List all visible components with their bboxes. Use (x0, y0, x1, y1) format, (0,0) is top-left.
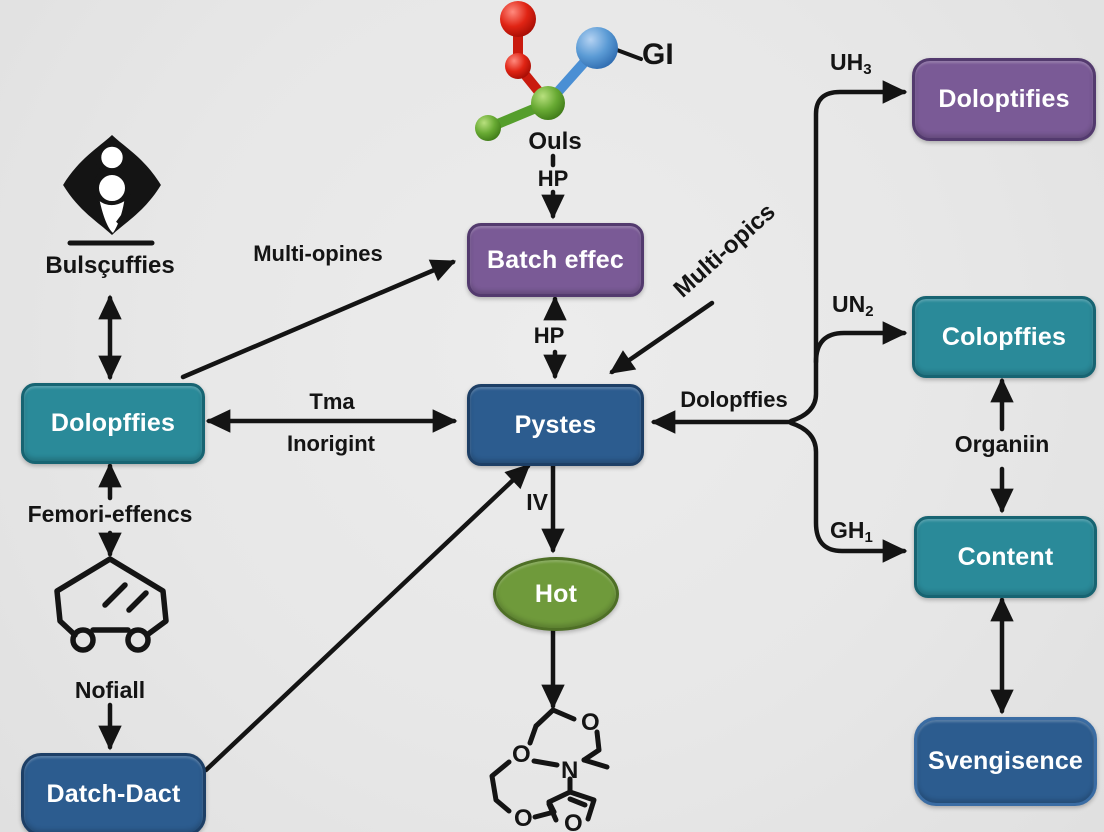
label-iv: IV (526, 489, 548, 515)
crown-atom-o-bottom-right: O (564, 810, 583, 832)
label-gh1: GH1 (830, 517, 873, 547)
node-doloptifies-label: Doloptifies (938, 85, 1070, 113)
node-datch-dact-label: Datch-Dact (46, 780, 181, 808)
label-hp-top: HP (537, 166, 569, 191)
node-pystes: Pystes (467, 384, 644, 466)
node-datch-dact: Datch-Dact (21, 753, 206, 832)
crown-atom-o-bottom-left: O (514, 805, 533, 832)
label-bulsuffies: Bulsçuffies (45, 252, 175, 279)
label-gh1-sub: 1 (864, 529, 873, 546)
label-inorigint: Inorigint (287, 431, 375, 456)
label-multi-opines: Multi-opines (253, 241, 383, 266)
node-pystes-label: Pystes (514, 410, 597, 439)
arrow-multi-opics (609, 300, 715, 375)
molecule-3d-icon (475, 1, 643, 141)
node-content: Content (914, 516, 1097, 598)
atom-green-large (531, 86, 565, 120)
atom-blue (576, 27, 618, 69)
label-nofiall: Nofiall (74, 677, 146, 703)
label-tma: Tma (309, 389, 355, 414)
arrow-datch-to-pystes (203, 463, 531, 773)
label-ouls: Ouls (528, 128, 582, 155)
label-un2: UN2 (832, 291, 874, 321)
label-un2-base: UN (832, 291, 866, 317)
person-diamond-icon (63, 135, 161, 235)
atom-green-small (475, 115, 501, 141)
crown-ether-icon: O O N O O (489, 707, 610, 832)
node-colopffies-label: Colopffies (941, 322, 1067, 351)
crown-atom-o-top: O (581, 709, 600, 736)
label-hp-mid: HP (533, 323, 565, 348)
node-doloptifies: Doloptifies (912, 58, 1096, 141)
label-organiin: Organiin (954, 431, 1050, 457)
label-gh1-base: GH (830, 517, 865, 543)
atom-red-large (500, 1, 536, 37)
node-batch-effec: Batch effec (467, 223, 644, 297)
label-dolopffies-in: Dolopffies (680, 387, 788, 412)
node-batch-effec-label: Batch effec (487, 245, 624, 274)
arrow-brace-uh3 (788, 80, 908, 424)
node-content-label: Content (957, 542, 1054, 571)
arrow-brace-gh1 (788, 420, 908, 563)
arrow-multi-opines (180, 259, 457, 380)
crown-atom-n: N (561, 757, 578, 784)
pentagon-structure-icon (54, 556, 169, 653)
node-colopffies: Colopffies (912, 296, 1096, 378)
crown-atom-o-left: O (512, 741, 531, 768)
label-uh3-base: UH (830, 49, 864, 75)
node-svengisence-label: Svengisence (927, 747, 1084, 775)
label-femori-effencs: Femori-effencs (27, 501, 193, 527)
node-dolopffies: Dolopffies (21, 383, 205, 464)
arrow-brace-un2 (813, 321, 908, 365)
label-un2-sub: 2 (865, 303, 874, 320)
node-hot: Hot (493, 557, 619, 631)
atom-red-small (505, 53, 531, 79)
label-gi: GI (642, 38, 674, 71)
label-uh3: UH3 (830, 49, 872, 79)
node-dolopffies-label: Dolopffies (50, 409, 176, 437)
node-svengisence: Svengisence (914, 717, 1097, 806)
node-hot-label: Hot (534, 579, 578, 608)
label-uh3-sub: 3 (863, 61, 872, 78)
